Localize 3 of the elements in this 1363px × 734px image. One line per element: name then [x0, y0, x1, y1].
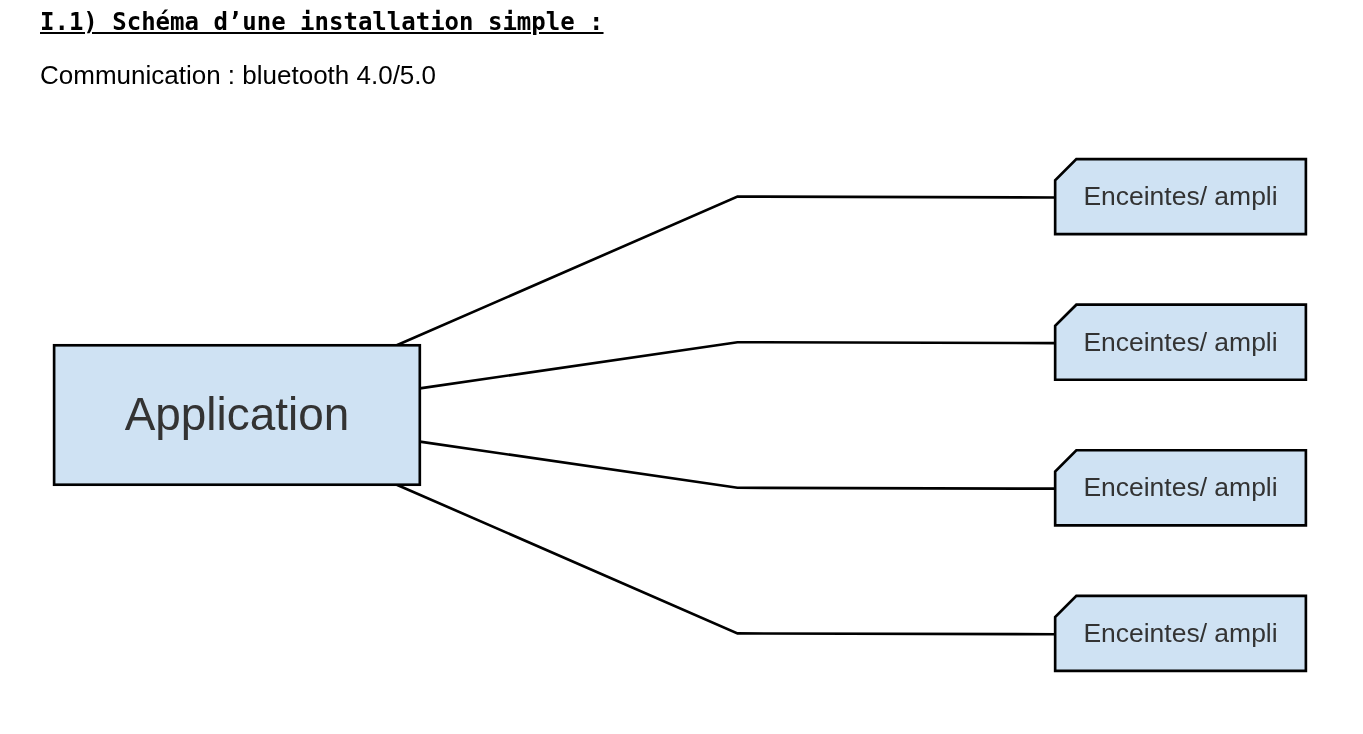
- diagram-title: I.1) Schéma d’une installation simple :: [40, 8, 604, 36]
- note-text: Communication : bluetooth 4.0/5.0: [40, 60, 437, 91]
- node-box: Application: [52, 343, 422, 487]
